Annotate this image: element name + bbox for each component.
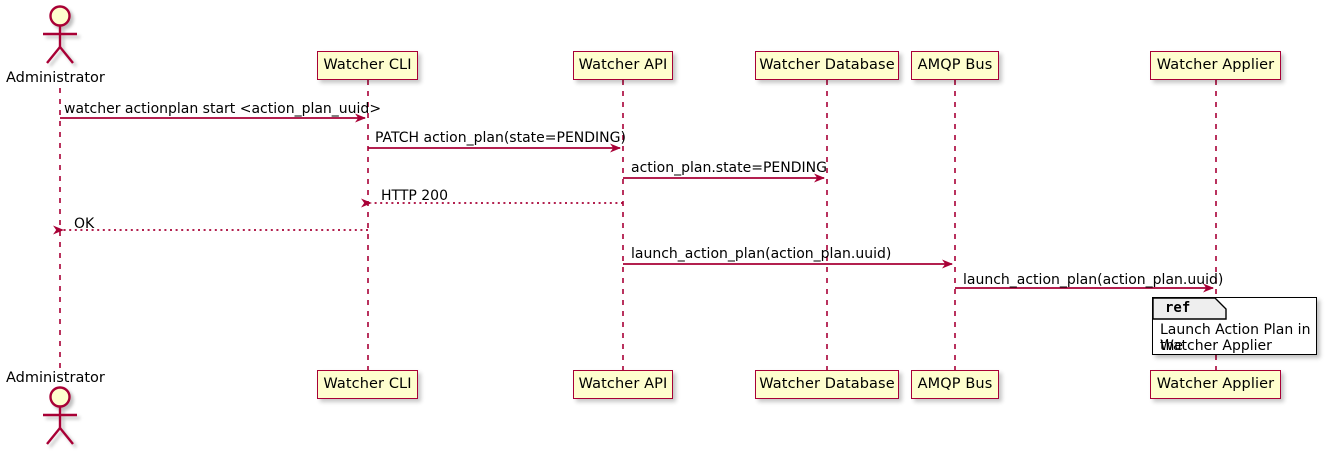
lifelines bbox=[59, 80, 1217, 371]
ref-body-line-1: Launch Action Plan in the bbox=[1160, 322, 1311, 354]
message-label-http-200: HTTP 200 bbox=[381, 188, 448, 204]
message-arrows bbox=[53, 113, 1214, 293]
message-label-action-plan-state-pending: action_plan.state=PENDING bbox=[631, 160, 827, 176]
ref-body-line-2: Watcher Applier bbox=[1160, 338, 1272, 354]
message-label-watcher-actionplan-start: watcher actionplan start <action_plan_uu… bbox=[64, 101, 382, 117]
participant-bottom-amqp-bus[interactable]: AMQP Bus bbox=[911, 370, 999, 399]
ref-tab-shape bbox=[1153, 298, 1227, 320]
actor-administrator-bottom bbox=[43, 386, 77, 445]
actor-label-administrator-bottom: Administrator bbox=[6, 370, 105, 386]
ref-fragment[interactable]: ref Launch Action Plan in the Watcher Ap… bbox=[1152, 297, 1317, 355]
participant-bottom-watcher-api[interactable]: Watcher API bbox=[573, 370, 673, 399]
message-label-patch-action-plan: PATCH action_plan(state=PENDING) bbox=[375, 130, 626, 146]
participant-top-watcher-applier[interactable]: Watcher Applier bbox=[1150, 51, 1281, 80]
participant-bottom-watcher-applier[interactable]: Watcher Applier bbox=[1150, 370, 1281, 399]
message-label-launch-action-plan-api-amqp: launch_action_plan(action_plan.uuid) bbox=[631, 246, 892, 262]
ref-tab-label: ref bbox=[1165, 300, 1191, 316]
actor-administrator-top bbox=[43, 5, 77, 64]
actor-label-administrator-top: Administrator bbox=[6, 70, 105, 86]
participant-bottom-watcher-database[interactable]: Watcher Database bbox=[755, 370, 899, 399]
participant-top-watcher-cli[interactable]: Watcher CLI bbox=[317, 51, 418, 80]
participant-bottom-watcher-cli[interactable]: Watcher CLI bbox=[317, 370, 418, 399]
message-label-launch-action-plan-amqp-applier: launch_action_plan(action_plan.uuid) bbox=[963, 272, 1224, 288]
participant-top-amqp-bus[interactable]: AMQP Bus bbox=[911, 51, 999, 80]
participant-top-watcher-api[interactable]: Watcher API bbox=[573, 51, 673, 80]
participant-top-watcher-database[interactable]: Watcher Database bbox=[755, 51, 899, 80]
message-label-ok: OK bbox=[74, 216, 95, 232]
